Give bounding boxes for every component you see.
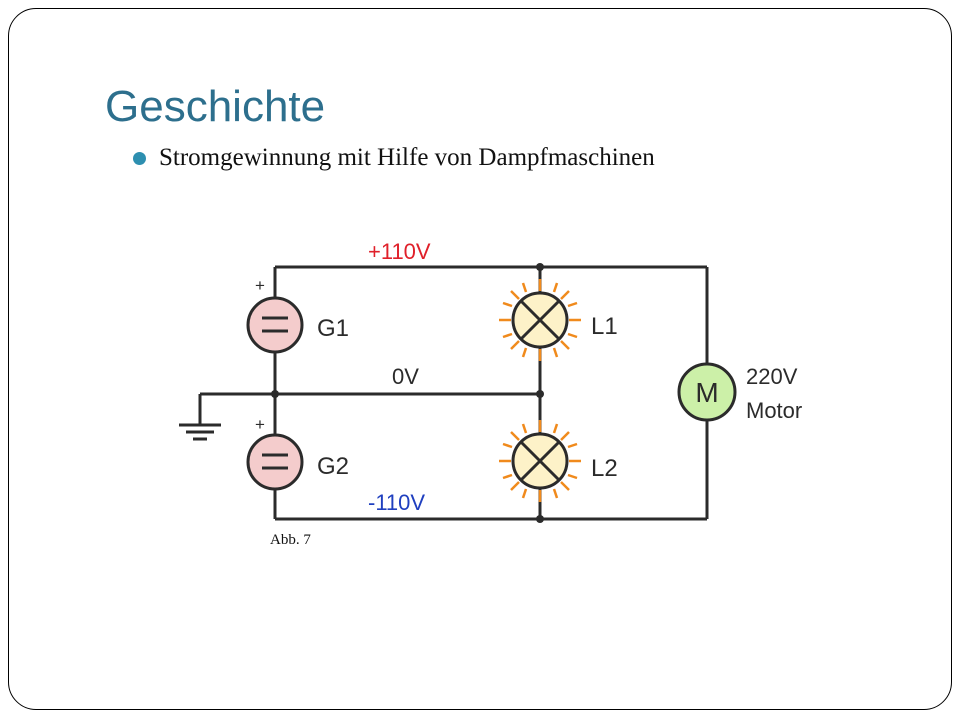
lamp-l2-rays bbox=[499, 420, 581, 502]
bullet-dot-icon bbox=[133, 151, 146, 165]
lamp-l1-rays bbox=[499, 279, 581, 361]
slide-frame bbox=[8, 8, 952, 710]
g1-label: G1 bbox=[317, 315, 349, 342]
zero-voltage-label: 0V bbox=[392, 364, 419, 389]
l1-label: L1 bbox=[591, 313, 618, 340]
lamp-l1 bbox=[511, 291, 569, 349]
junction-dots bbox=[271, 263, 544, 523]
l2-label: L2 bbox=[591, 455, 618, 482]
top-voltage-label: +110V bbox=[368, 239, 431, 264]
bullet-text: Stromgewinnung mit Hilfe von Dampfmaschi… bbox=[159, 144, 655, 171]
motor-symbol: M bbox=[695, 377, 718, 408]
bottom-voltage-label: -110V bbox=[368, 490, 425, 515]
motor-label: Motor bbox=[746, 398, 802, 423]
g2-polarity: + bbox=[255, 415, 265, 434]
motor-voltage-label: 220V bbox=[746, 364, 798, 389]
motor bbox=[677, 362, 737, 422]
lamp-l2 bbox=[511, 432, 569, 490]
bullet-item: Stromgewinnung mit Hilfe von Dampfmaschi… bbox=[133, 144, 655, 172]
figure-caption: Abb. 7 bbox=[270, 532, 311, 548]
g1-polarity: + bbox=[255, 276, 265, 295]
g2-label: G2 bbox=[317, 453, 349, 480]
generator-g2 bbox=[246, 433, 304, 491]
slide-title: Geschichte bbox=[105, 82, 326, 131]
ground-icon bbox=[179, 423, 221, 441]
generator-g1 bbox=[246, 296, 304, 354]
